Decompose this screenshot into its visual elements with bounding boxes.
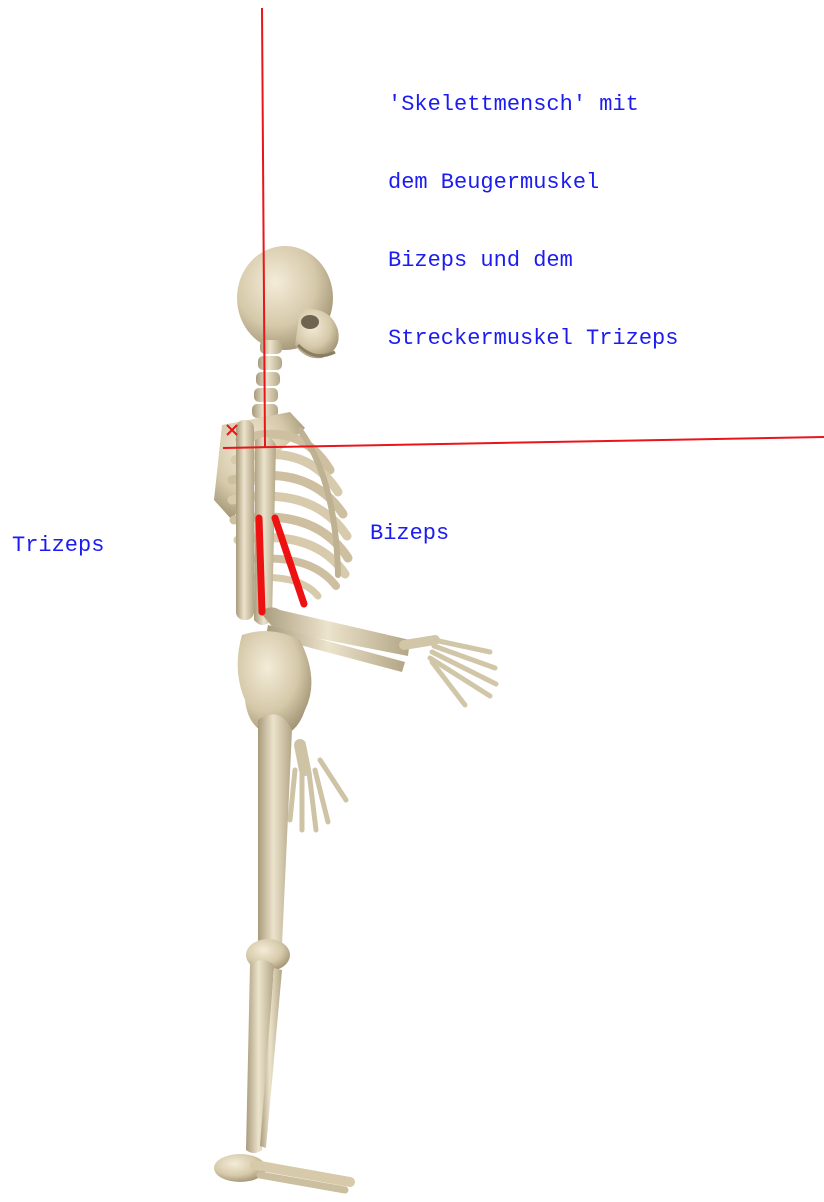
back-hand <box>290 745 346 830</box>
biceps-label: Bizeps <box>370 521 449 547</box>
title-line-3: Bizeps und dem <box>388 248 678 274</box>
title-line-1: 'Skelettmensch' mit <box>388 92 678 118</box>
skull <box>237 246 339 358</box>
front-hand <box>404 640 496 705</box>
title-line-2: dem Beugermuskel <box>388 170 678 196</box>
foot <box>214 1154 350 1190</box>
lower-leg <box>246 960 282 1153</box>
triceps-muscle <box>259 518 262 612</box>
spine <box>236 420 254 620</box>
femur <box>258 714 292 950</box>
skeleton-figure <box>214 246 496 1190</box>
horizontal-axis <box>223 437 824 448</box>
neck-spine <box>252 340 282 418</box>
triceps-label: Trizeps <box>12 533 104 559</box>
title-line-4: Streckermuskel Trizeps <box>388 326 678 352</box>
diagram-title: 'Skelettmensch' mit dem Beugermuskel Biz… <box>388 40 678 378</box>
